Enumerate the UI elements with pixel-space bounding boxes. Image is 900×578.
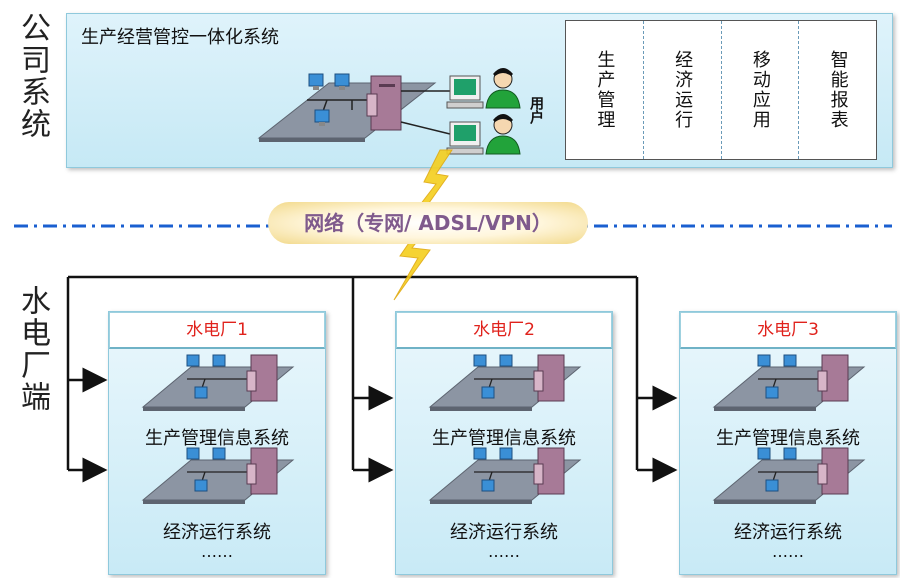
company-side-label: 公司系统 [15,12,50,140]
economic-system-label: 经济运行系统 [163,522,271,543]
pc-icon [308,73,324,90]
user-person-icon [485,114,521,155]
plant-side-label: 水电厂端 [15,285,50,413]
pc-icon [334,73,350,90]
lan-network-icon [713,447,865,505]
plant-title: 水电厂2 [396,312,612,349]
function-module: 生产管理 [594,50,616,130]
function-module: 移动应用 [720,21,799,159]
user-terminal-icon [446,121,484,155]
function-module: 智能报表 [798,21,876,159]
economic-system-label: 经济运行系统 [734,522,842,543]
lan-network-icon [429,354,581,412]
economic-system-label: 经济运行系统 [450,522,558,543]
company-system-panel: 生产经营管控一体化系统 [66,13,893,168]
more-systems-ellipsis: …… [488,542,520,561]
more-systems-ellipsis: …… [772,542,804,561]
company-system-title: 生产经营管控一体化系统 [81,27,279,48]
lan-network-icon [429,447,581,505]
function-module-box: 生产管理 经济运行 移动应用 智能报表 [565,20,877,160]
production-system-label: 生产管理信息系统 [145,428,289,449]
lan-network-icon [142,447,294,505]
plant-title: 水电厂1 [109,312,325,349]
function-module: 经济运行 [642,21,721,159]
company-lan-illustration [257,68,521,155]
more-systems-ellipsis: …… [201,542,233,561]
user-person-icon [485,68,521,109]
pc-icon [314,109,330,126]
network-label: 网络（专网/ ADSL/VPN） [268,202,588,244]
lan-network-icon [713,354,865,412]
user-label: 用户 [528,96,544,124]
user-link-line [400,121,451,135]
lan-network-icon [142,354,294,412]
plant-title: 水电厂3 [680,312,896,349]
user-terminal-icon [446,75,484,109]
server-icon [366,75,402,131]
production-system-label: 生产管理信息系统 [432,428,576,449]
production-system-label: 生产管理信息系统 [716,428,860,449]
plant-box-3: 水电厂3 生产管理信息系统 经济运行系统 …… [679,311,897,575]
